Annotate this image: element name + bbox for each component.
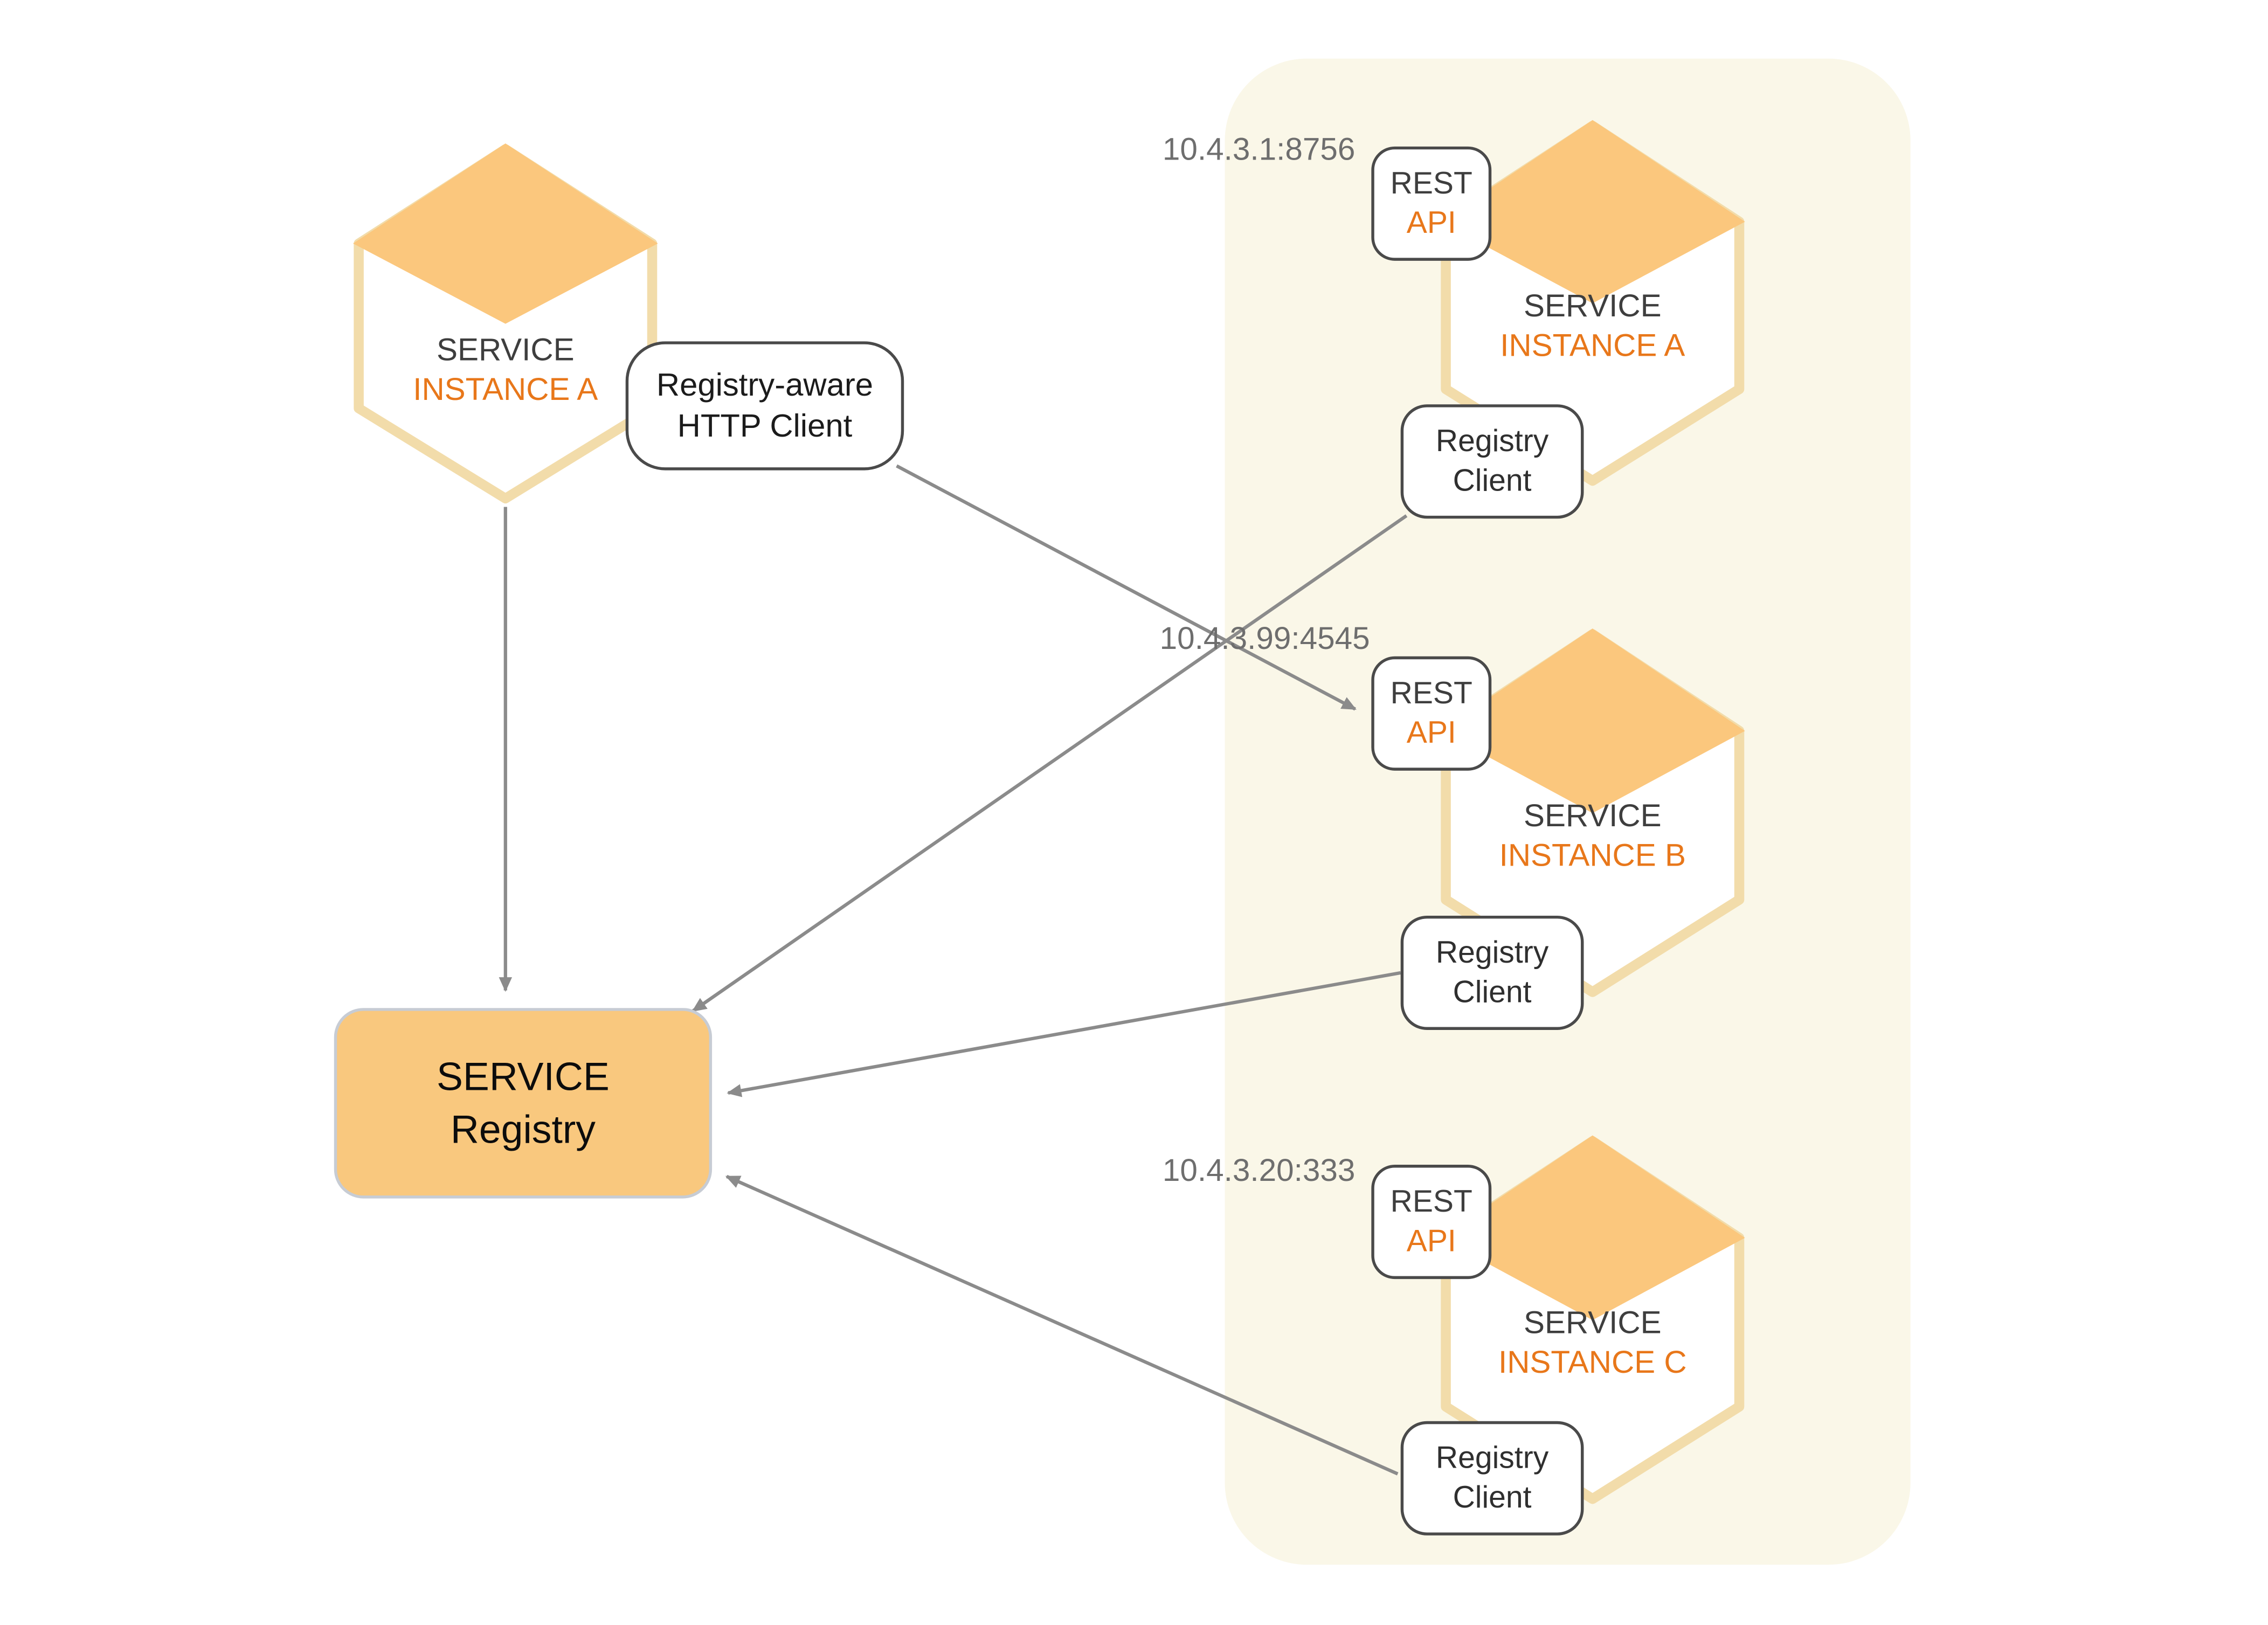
- registry-client-label-line1: Registry: [1435, 936, 1549, 970]
- arrow-registry-client-b-to-registry: [727, 971, 1401, 1097]
- api-label: API: [1406, 716, 1456, 750]
- service-registry-node: SERVICE Registry: [334, 1008, 713, 1199]
- rest-label: REST: [1390, 167, 1472, 201]
- instance-c-address: 10.4.3.20:333: [1162, 1153, 1356, 1188]
- hexagon-client-service-instance-a-icon: [351, 141, 659, 507]
- api-label: API: [1406, 206, 1456, 240]
- registry-label-line1: SERVICE: [436, 1055, 610, 1099]
- registry-client-node-instance-c: Registry Client: [1400, 1421, 1584, 1536]
- rest-label: REST: [1390, 1185, 1472, 1219]
- api-label: API: [1406, 1225, 1456, 1259]
- hexagon-service-instance-a-icon: [1439, 117, 1746, 489]
- http-client-label-line2: HTTP Client: [677, 407, 853, 444]
- registry-client-node-instance-b: Registry Client: [1400, 915, 1584, 1030]
- rest-api-node-instance-a: REST API: [1371, 146, 1492, 261]
- registry-client-label-line1: Registry: [1435, 425, 1549, 459]
- hexagon-icon: [353, 143, 658, 503]
- registry-client-node-instance-a: Registry Client: [1400, 404, 1584, 519]
- arrow-registry-client-a-to-registry: [692, 514, 1408, 1013]
- rest-api-node-instance-c: REST API: [1371, 1165, 1492, 1280]
- instance-a-address: 10.4.3.1:8756: [1162, 132, 1356, 167]
- registry-client-label-line2: Client: [1453, 1481, 1532, 1515]
- hexagon-icon: [1440, 120, 1745, 486]
- arrow-http-client-to-rest-api-b: [896, 464, 1357, 711]
- registry-client-label-line2: Client: [1453, 464, 1532, 499]
- registry-aware-http-client-node: Registry-aware HTTP Client: [625, 341, 904, 471]
- registry-client-label-line1: Registry: [1435, 1441, 1549, 1476]
- instance-b-address: 10.4.3.99:4545: [1159, 621, 1370, 656]
- registry-label-line2: Registry: [450, 1108, 596, 1152]
- hexagon-top-diamond: [1440, 628, 1745, 813]
- registry-client-label-line2: Client: [1453, 976, 1532, 1009]
- hexagon-top-diamond: [1440, 120, 1745, 303]
- rest-api-node-instance-b: REST API: [1371, 656, 1492, 771]
- arrow-registry-client-c-to-registry: [725, 1174, 1399, 1476]
- hexagon-top-diamond: [353, 143, 658, 324]
- hexagon-top-diamond: [1440, 1135, 1745, 1320]
- http-client-label-line1: Registry-aware: [656, 366, 874, 403]
- rest-label: REST: [1390, 676, 1472, 711]
